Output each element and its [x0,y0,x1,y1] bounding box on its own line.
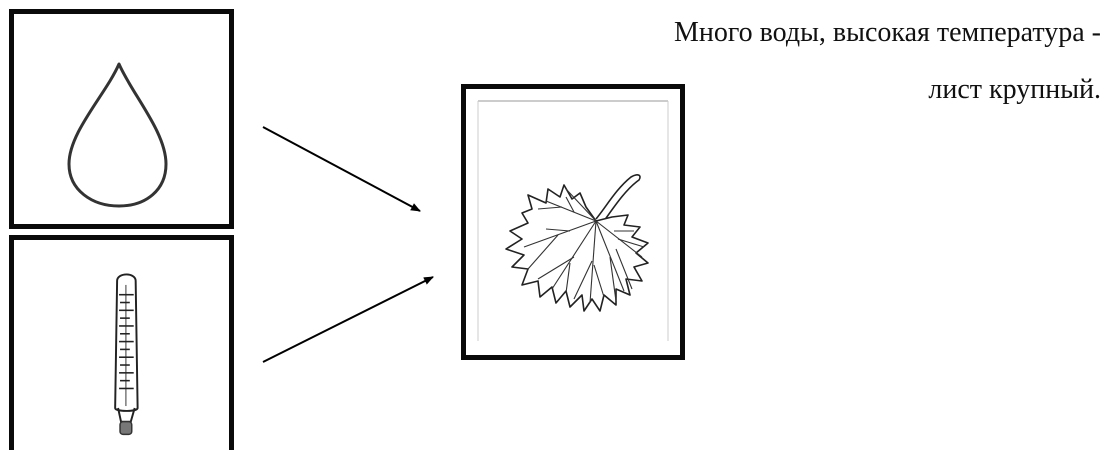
arrow-temperature-to-leaf [262,276,434,363]
arrow-water-to-leaf [262,126,421,212]
maple-leaf-icon [477,100,669,341]
temperature-card [9,235,234,450]
water-card [9,9,234,229]
caption-line-2: лист крупный. [928,74,1101,105]
thermometer-icon [114,273,139,436]
water-drop-icon [67,62,168,208]
leaf-card [461,84,685,360]
caption-line-1: Много воды, высокая температура - [673,17,1101,48]
